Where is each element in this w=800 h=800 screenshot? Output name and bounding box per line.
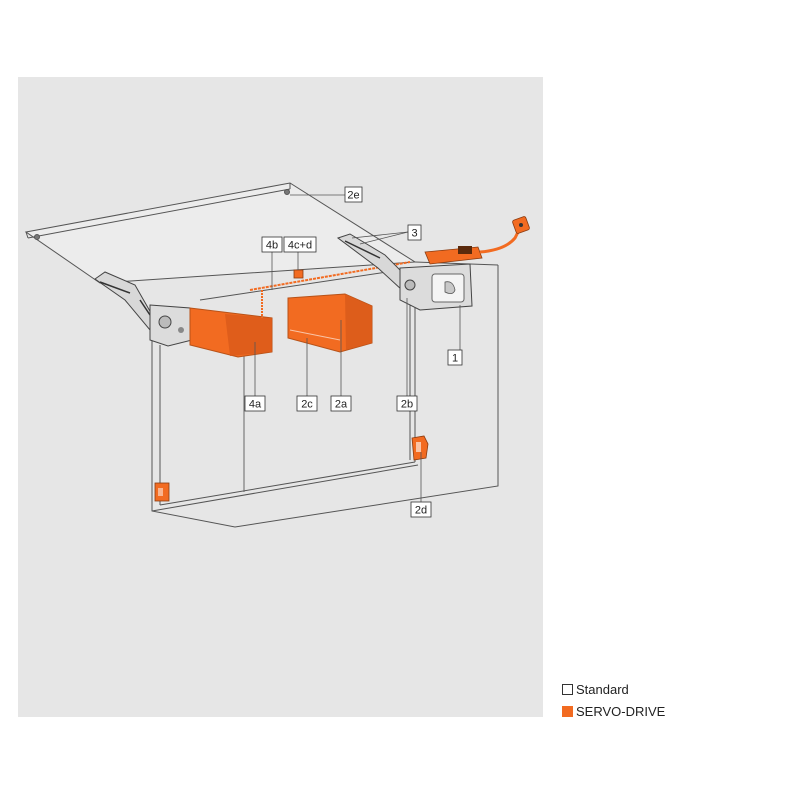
callout-label: 4b xyxy=(266,240,278,252)
callout-leaders xyxy=(254,194,461,502)
servo-distributor-right xyxy=(411,435,429,461)
left-mechanism xyxy=(149,304,193,347)
callout-4a: 4a xyxy=(244,395,266,412)
callout-2d: 2d xyxy=(410,501,432,518)
servo-unit-center xyxy=(287,293,373,353)
callout-label: 3 xyxy=(411,228,417,240)
flap-panel xyxy=(24,182,417,284)
servo-switch-right xyxy=(424,216,530,265)
callout-label: 2a xyxy=(335,399,348,411)
callout-3: 3 xyxy=(407,224,422,241)
callout-4c-d: 4c+d xyxy=(283,236,317,253)
servo-distributor-left xyxy=(154,482,170,502)
legend-label-servo-drive: SERVO-DRIVE xyxy=(576,704,666,719)
right-mechanism xyxy=(399,263,473,311)
standard-swatch-icon xyxy=(562,684,573,695)
diagram-background xyxy=(18,77,543,717)
legend-item-standard: Standard xyxy=(562,680,665,699)
cabinet-outline xyxy=(151,261,499,528)
callout-2c: 2c xyxy=(296,395,318,412)
callout-label: 4a xyxy=(249,399,262,411)
servo-unit-left xyxy=(189,307,273,358)
callout-label: 2e xyxy=(347,190,359,202)
legend: Standard SERVO-DRIVE xyxy=(562,680,665,724)
callout-label: 4c+d xyxy=(288,240,312,252)
callout-2b: 2b xyxy=(396,395,418,412)
callout-2a: 2a xyxy=(330,395,352,412)
legend-label-standard: Standard xyxy=(576,682,629,697)
callout-4b: 4b xyxy=(261,236,283,253)
callout-label: 2b xyxy=(401,399,413,411)
callout-1: 1 xyxy=(447,349,463,366)
callout-label: 1 xyxy=(452,353,458,365)
callout-label: 2d xyxy=(415,505,427,517)
servo-drive-swatch-icon xyxy=(562,706,573,717)
callout-label: 2c xyxy=(301,399,313,411)
legend-item-servo-drive: SERVO-DRIVE xyxy=(562,702,665,721)
sync-cable xyxy=(249,261,411,318)
callout-2e: 2e xyxy=(344,186,363,203)
